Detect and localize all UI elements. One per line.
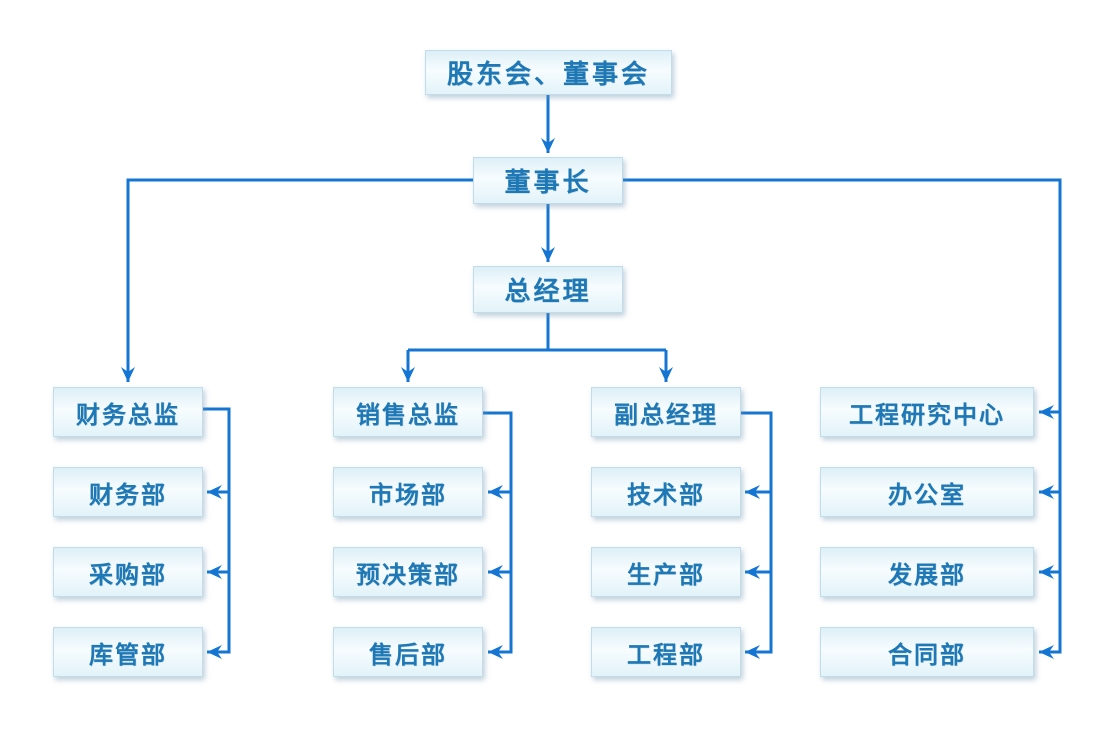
node-engineering-research-center: 工程研究中心 — [820, 387, 1034, 437]
node-contract-dept: 合同部 — [820, 627, 1034, 677]
node-office: 办公室 — [820, 467, 1034, 517]
connector-col3-spine — [741, 411, 773, 659]
node-marketing-dept: 市场部 — [333, 467, 483, 517]
node-chairman: 董事长 — [473, 157, 623, 204]
connector-col2-spine — [483, 411, 513, 659]
node-budget-decision-dept: 预决策部 — [333, 547, 483, 597]
node-engineering-dept: 工程部 — [591, 627, 741, 677]
node-finance-dept: 财务部 — [53, 467, 203, 517]
node-shareholders-board: 股东会、董事会 — [425, 50, 672, 95]
node-development-dept: 发展部 — [820, 547, 1034, 597]
connector-chairman-to-finance-director — [121, 178, 474, 382]
node-technology-dept: 技术部 — [591, 467, 741, 517]
node-production-dept: 生产部 — [591, 547, 741, 597]
connector-col1-spine — [203, 407, 231, 659]
node-purchasing-dept: 采购部 — [53, 547, 203, 597]
node-after-sales-dept: 售后部 — [333, 627, 483, 677]
node-warehouse-dept: 库管部 — [53, 627, 203, 677]
node-general-manager: 总经理 — [473, 266, 623, 313]
node-deputy-general-manager: 副总经理 — [591, 387, 741, 437]
node-finance-director: 财务总监 — [53, 387, 203, 437]
node-sales-director: 销售总监 — [333, 387, 483, 437]
